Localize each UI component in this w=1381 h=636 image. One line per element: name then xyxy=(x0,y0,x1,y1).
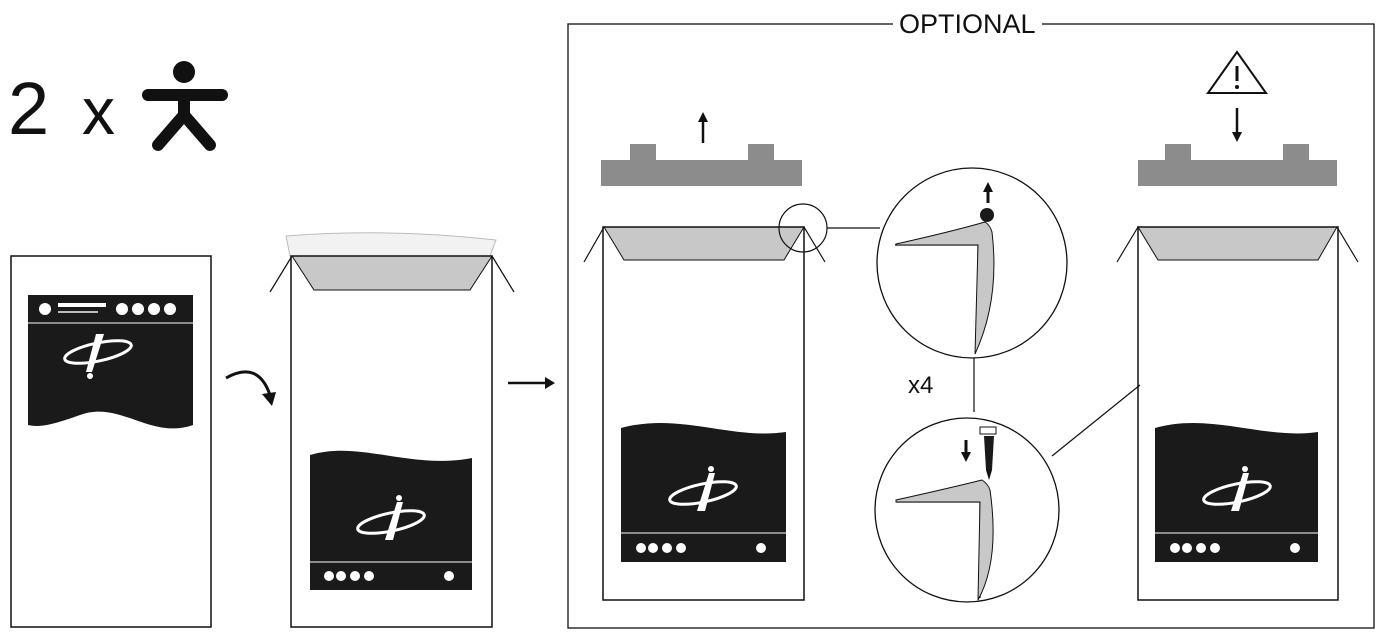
right-arrow-icon xyxy=(508,377,555,389)
flat-box xyxy=(10,255,212,628)
fragile-strip-bottom xyxy=(1167,537,1307,559)
box-open xyxy=(583,226,826,601)
up-arrow-icon xyxy=(698,112,708,143)
box-sealed xyxy=(1116,226,1359,601)
down-arrow-icon xyxy=(961,440,971,462)
box-with-insert xyxy=(269,232,515,628)
down-arrow-icon xyxy=(1232,108,1242,142)
fragile-strip-bottom xyxy=(633,537,773,559)
up-arrow-icon xyxy=(983,182,993,203)
fragile-strip-bottom xyxy=(321,565,461,587)
person-icon xyxy=(142,61,228,151)
optional-label: OPTIONAL xyxy=(893,9,1042,39)
detail-circle-bottom xyxy=(874,417,1060,603)
times-sign: x xyxy=(82,74,115,148)
detail-circle-top xyxy=(876,167,1068,359)
zoom-callout xyxy=(778,203,1141,457)
people-count: 2 xyxy=(8,67,50,150)
repeat-count-label: x4 xyxy=(908,372,934,399)
lid-lowering xyxy=(1138,144,1337,186)
fragile-strip-top xyxy=(39,303,176,315)
lid-lifted xyxy=(601,144,802,186)
warning-triangle-icon xyxy=(1206,50,1268,94)
curved-arrow-icon xyxy=(225,370,276,406)
